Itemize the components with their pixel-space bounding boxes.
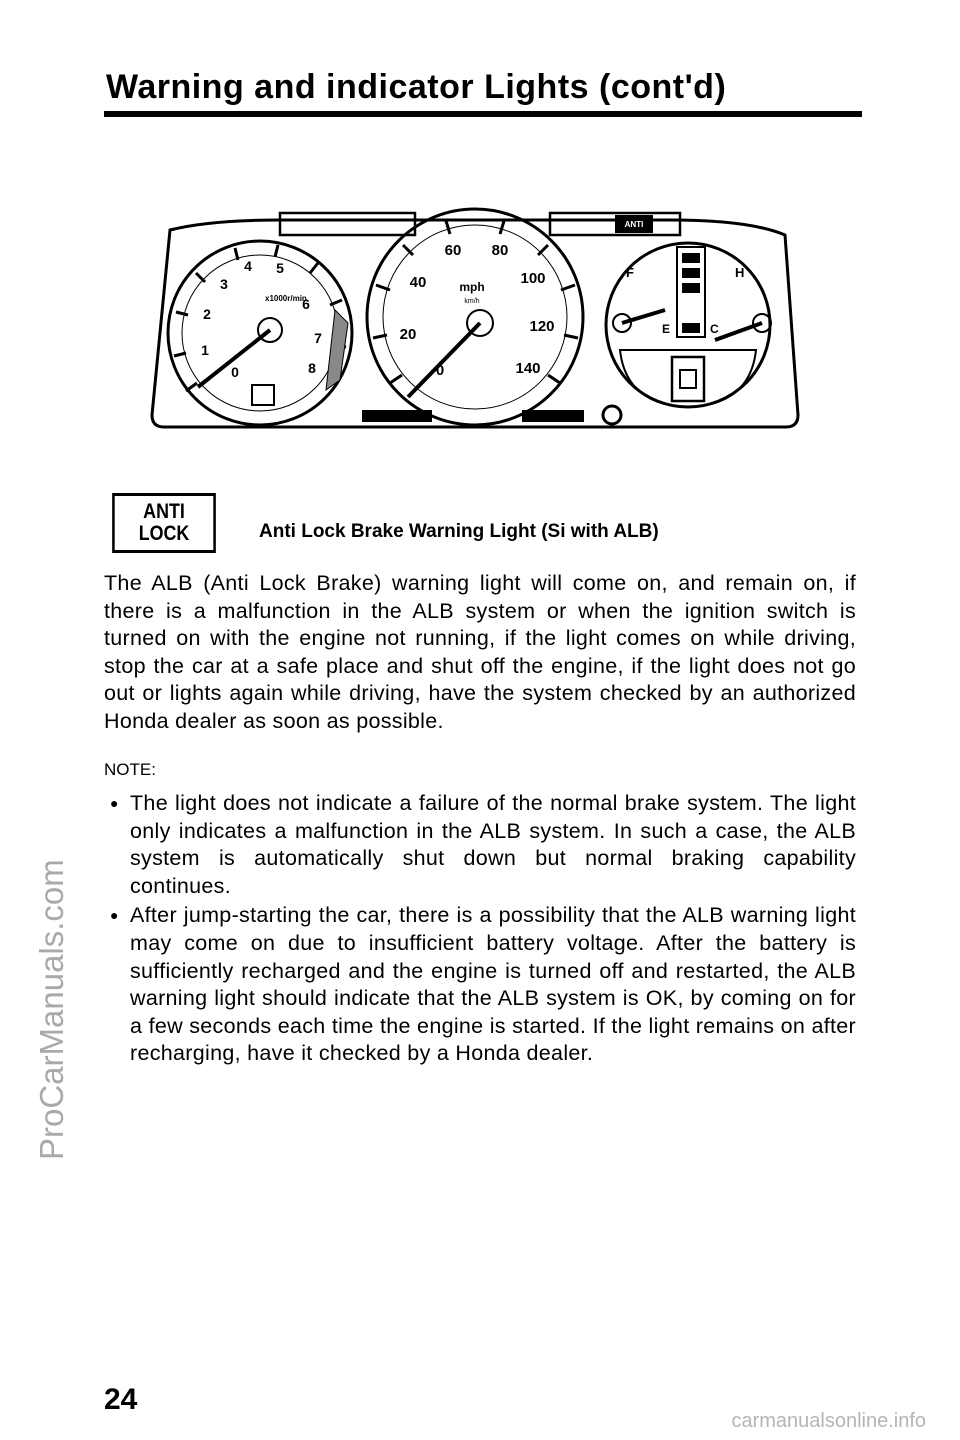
speed-unit: mph [459, 280, 484, 294]
note-list: ● The light does not indicate a failure … [104, 790, 856, 1068]
section-paragraph: The ALB (Anti Lock Brake) warning light … [104, 571, 856, 733]
tach-label: 5 [276, 260, 284, 276]
list-item-text: The light does not indicate a failure of… [130, 791, 856, 898]
page-number: 24 [104, 1383, 138, 1416]
speed-label: 120 [529, 318, 554, 335]
tach-label: 0 [231, 364, 239, 380]
speed-unit-km: km/h [464, 298, 479, 305]
speed-label: 20 [400, 326, 417, 343]
temp-label: C [710, 322, 719, 336]
section-heading: Anti Lock Brake Warning Light (Si with A… [259, 521, 659, 542]
tach-label: 3 [220, 276, 228, 292]
bullet-icon: ● [110, 907, 119, 924]
instrument-cluster-illustration: ANTI 0 1 2 3 4 5 6 7 8 x1000r/min [150, 207, 800, 429]
title-rule [104, 111, 862, 117]
badge-line-1: ANTI [143, 500, 185, 523]
list-item: ● The light does not indicate a failure … [104, 790, 856, 900]
fuel-label: E [662, 322, 670, 336]
page-title: Warning and indicator Lights (cont'd) [106, 68, 727, 106]
fuel-label: F [626, 265, 634, 280]
anti-lock-warning-icon: ANTI LOCK [112, 493, 216, 553]
speed-label: 100 [520, 270, 545, 287]
side-watermark: ProCarManuals.com [33, 859, 70, 1160]
tach-label: 4 [244, 258, 252, 274]
list-item: ● After jump-starting the car, there is … [104, 902, 856, 1068]
speed-label: 60 [445, 242, 462, 259]
speed-label: 40 [410, 274, 427, 291]
bullet-icon: ● [110, 795, 119, 811]
badge-line-2: LOCK [138, 522, 190, 545]
speed-label: 80 [492, 242, 509, 259]
temp-label: H [735, 265, 744, 280]
tach-unit: x1000r/min [265, 294, 307, 303]
note-label: NOTE: [104, 760, 156, 779]
speed-label: 0 [436, 362, 444, 379]
tach-label: 1 [201, 342, 209, 358]
tach-label: 6 [302, 296, 310, 312]
bottom-watermark: carmanualsonline.info [731, 1410, 926, 1432]
tach-label: 2 [203, 306, 211, 322]
list-item-text: After jump-starting the car, there is a … [130, 903, 856, 1066]
speed-label: 140 [515, 360, 540, 377]
tach-label: 8 [308, 360, 316, 376]
anti-lock-tag: ANTI [625, 220, 644, 229]
tach-label: 7 [314, 330, 322, 346]
